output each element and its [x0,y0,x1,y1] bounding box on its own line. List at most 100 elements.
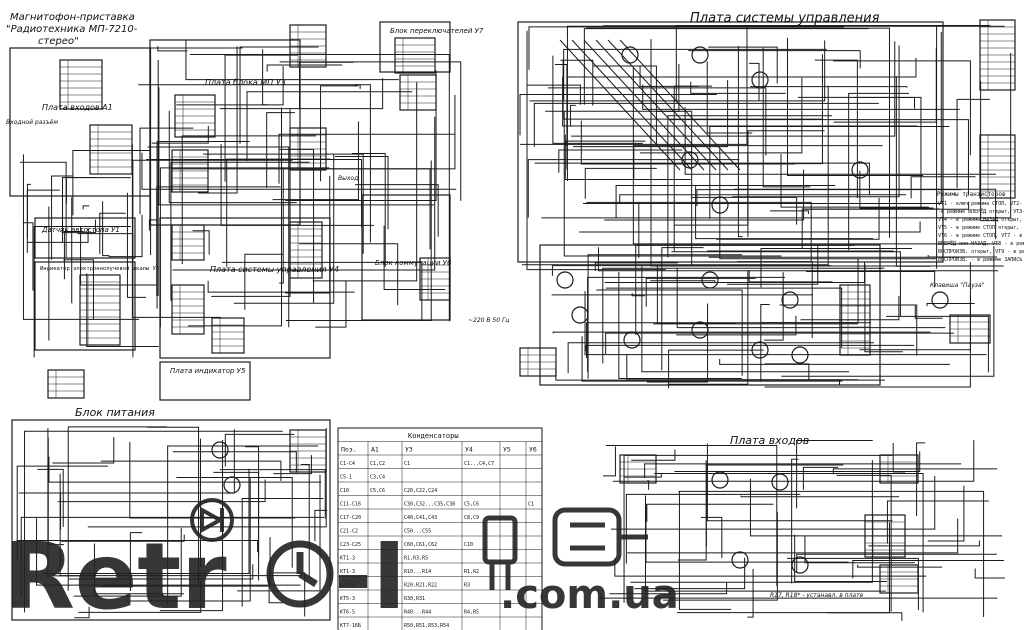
wire-trace [661,247,704,371]
wire-trace [285,176,331,294]
wire-trace [383,225,446,291]
wire-trace [43,468,250,575]
table-column-header: Поз. [341,446,357,454]
wire-trace [300,168,431,250]
wire-trace [708,46,778,84]
table-cell: С1 [404,461,410,467]
wire-trace [678,491,732,610]
pin-table [949,314,991,344]
table-cell: С10 [340,488,349,494]
wire-trace [602,446,616,477]
wire-trace [65,177,98,204]
transistor-symbol [751,341,769,359]
wire-trace [857,564,943,568]
transistor-mode-line: ВОСПРОИЗВ. открыт, VT9 - в режиме [938,249,1024,255]
table-cell: КТ1-3 [340,569,355,575]
wire-trace [641,266,850,373]
wire-trace [545,110,693,265]
table-cell: С20,С22,С24 [404,488,437,494]
wire-trace [740,495,900,498]
pin-table [79,274,121,346]
wire-trace [848,92,909,251]
table-header-title: Конденсаторы [408,432,459,440]
wire-trace [187,107,283,327]
wire-trace [521,85,829,266]
table-cell: R10...R14 [404,569,431,575]
wire-trace [926,303,975,307]
wire-trace [791,458,799,584]
wire-trace [126,192,147,298]
transistor-symbol [731,551,749,569]
pin-table [171,149,209,193]
wire-trace [80,226,157,286]
transistor-symbol [681,151,699,169]
wire-trace [814,59,858,199]
wire-trace [67,426,167,591]
wire-trace [151,125,209,144]
wire-trace [548,87,767,156]
wire-trace [642,84,960,110]
pin-table [289,24,327,68]
pin-table [879,454,919,484]
wire-trace [526,30,666,271]
wire-trace [654,472,924,613]
transistor-modes-title: Режимы транзисторов [937,191,1006,198]
pin-table [879,564,919,594]
wire-trace [266,64,343,72]
wire-trace [207,280,355,293]
wire-trace [300,463,310,578]
control-board-u4-label: Плата системы управления У4 [210,265,339,274]
outline-power-block [11,419,331,621]
wire-trace [82,205,90,210]
wire-trace [864,264,903,353]
wire-trace [594,262,678,271]
wire-trace [100,460,282,481]
wire-trace [645,504,849,563]
outline-head-block-u7 [379,21,451,73]
wire-trace [181,135,316,265]
wire-trace [159,439,224,612]
wire-trace [584,167,657,199]
wire-trace [520,25,748,145]
wire-trace [272,121,359,201]
wire-trace [833,48,937,123]
transistor-symbol [781,291,799,309]
wire-trace [859,295,971,351]
wire-trace [706,61,753,134]
wire-trace [203,153,364,254]
table-cell: С5,С6 [370,488,385,494]
wire-trace [552,55,643,144]
transistor-mode-line: VT4 - в режиме НАЗАД открыт, [938,217,1022,223]
wire-trace [565,140,646,147]
wire-trace [554,64,568,170]
wire-trace [36,518,301,586]
scale-indicator-label: Индикатор электроннолучевой шкалы У2 [40,266,159,272]
wire-trace [749,62,760,101]
device-title-line1: Магнитофон-приставка [10,12,135,23]
wire-trace [566,25,1005,182]
wire-trace [760,248,913,288]
transistor-mode-line: VT6 - в режиме СТОП, VT7 - в режиме [938,233,1024,239]
wire-trace [315,280,347,328]
wire-trace [147,146,290,328]
wire-trace [211,108,291,297]
outline-mp-board-u3 [149,39,301,226]
wire-trace [836,474,892,612]
wire-trace [646,503,774,522]
device-title-line2: "Радиотехника МП-7210- [6,24,138,35]
pin-table [399,74,437,111]
table-cell: С1 [528,502,534,508]
wire-trace [667,115,833,258]
wire-trace [719,147,936,260]
wire-trace [709,125,950,219]
wire-trace [534,162,870,195]
wire-trace [852,560,1005,579]
pin-table [394,37,436,74]
wire-trace [625,493,801,564]
transistor-symbol [791,346,809,364]
watermark-tube-icon [552,507,648,567]
pin-table [289,429,327,473]
wire-trace [604,169,805,221]
transistor-symbol [691,321,709,339]
table-cell: КТ7-16Б [340,623,361,629]
